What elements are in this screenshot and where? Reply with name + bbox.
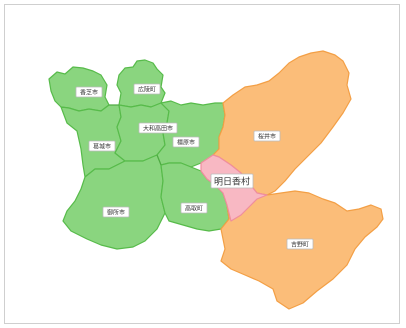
svg-text:広陵町: 広陵町: [138, 86, 156, 94]
label-yoshino: 吉野町: [286, 238, 314, 250]
svg-text:香芝市: 香芝市: [80, 89, 98, 97]
region-yoshino[interactable]: [220, 190, 384, 310]
svg-text:高取町: 高取町: [185, 205, 203, 213]
svg-text:葛城市: 葛城市: [93, 143, 111, 151]
label-sakurai: 桜井市: [253, 130, 281, 142]
municipality-map: 香芝市 広陵町 葛城市 大和高田市 橿原市 御所市 高取町 桜井市: [48, 50, 384, 310]
region-koryo[interactable]: [116, 59, 166, 108]
label-katsuragi: 葛城市: [88, 140, 116, 152]
label-takatori: 高取町: [180, 202, 208, 214]
label-kashiba: 香芝市: [75, 86, 103, 98]
boundary-line: [156, 154, 162, 166]
svg-text:大和高田市: 大和高田市: [143, 125, 173, 133]
label-koryo: 広陵町: [133, 83, 161, 95]
region-gose[interactable]: [62, 154, 166, 250]
label-yamatotakada: 大和高田市: [138, 122, 178, 134]
label-asuka: 明日香村: [210, 173, 254, 189]
svg-text:桜井市: 桜井市: [258, 133, 276, 141]
svg-text:吉野町: 吉野町: [291, 241, 309, 249]
svg-text:明日香村: 明日香村: [214, 176, 250, 188]
map-frame: 香芝市 広陵町 葛城市 大和高田市 橿原市 御所市 高取町 桜井市: [4, 4, 400, 324]
label-kashihara: 橿原市: [172, 136, 200, 148]
svg-text:橿原市: 橿原市: [177, 139, 195, 147]
label-gose: 御所市: [102, 206, 130, 218]
svg-text:御所市: 御所市: [107, 209, 125, 217]
